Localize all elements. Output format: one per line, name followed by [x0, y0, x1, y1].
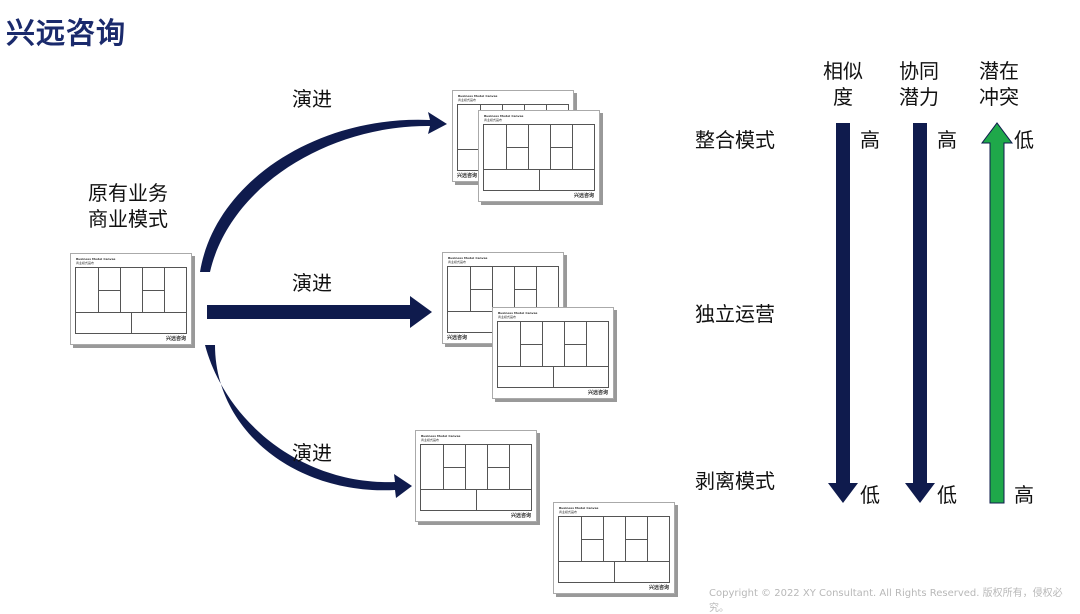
- canvas-grid: [497, 321, 609, 388]
- col-similarity-header: 相似度: [823, 59, 863, 109]
- canvas-title: Business Model Canvas: [448, 256, 488, 260]
- similarity-top: 高: [860, 128, 880, 152]
- canvas-brand: 兴远咨询: [165, 336, 186, 342]
- canvas-title: Business Model Canvas: [458, 94, 498, 98]
- synergy-bottom: 低: [937, 483, 957, 507]
- canvas-subtitle: 商业模式画布: [76, 261, 95, 265]
- evolve-label-1: 演进: [292, 87, 332, 111]
- canvas-brand: 兴远咨询: [510, 513, 531, 519]
- canvas-grid: [483, 124, 595, 191]
- canvas-title: Business Model Canvas: [421, 434, 461, 438]
- canvas-brand: 兴远咨询: [573, 193, 594, 199]
- canvas-title: Business Model Canvas: [559, 506, 599, 510]
- scale-arrows: [828, 122, 1013, 504]
- copyright: Copyright © 2022 XY Consultant. All Righ…: [709, 588, 1063, 614]
- canvas-title: Business Model Canvas: [76, 257, 116, 261]
- canvas-subtitle: 商业模式画布: [458, 98, 477, 102]
- canvas-brand: 兴远咨询: [447, 335, 468, 341]
- source-line2: 商业模式: [88, 207, 168, 231]
- similarity-bottom: 低: [860, 483, 880, 507]
- arrow-straight: [207, 296, 432, 328]
- similarity-arrow: [828, 123, 858, 503]
- synergy-top: 高: [937, 128, 957, 152]
- col-conflict-header: 潜在冲突: [979, 59, 1019, 109]
- arrow-curve-up: [200, 112, 447, 272]
- evolution-arrows: [200, 112, 447, 498]
- conflict-arrow: [981, 122, 1013, 504]
- conflict-top: 低: [1014, 128, 1034, 152]
- canvas-grid: [420, 444, 532, 511]
- logo: 兴远咨询: [6, 16, 127, 50]
- canvas-grid: [558, 516, 670, 583]
- canvas-brand: 兴远咨询: [587, 390, 608, 396]
- canvas-subtitle: 商业模式画布: [421, 438, 440, 442]
- mode-independent: 独立运营: [695, 302, 775, 326]
- canvas-subtitle: 商业模式画布: [484, 118, 503, 122]
- canvas-subtitle: 商业模式画布: [559, 510, 578, 514]
- evolve-label-2: 演进: [292, 271, 332, 295]
- source-line1: 原有业务: [88, 181, 168, 205]
- canvas-title: Business Model Canvas: [484, 114, 524, 118]
- synergy-arrow: [905, 123, 935, 503]
- canvas-brand: 兴远咨询: [457, 173, 478, 179]
- conflict-bottom: 高: [1014, 483, 1034, 507]
- canvas-grid: [75, 267, 187, 334]
- mode-divestiture: 剥离模式: [695, 469, 775, 493]
- source-model-label: 原有业务 商业模式: [88, 180, 168, 232]
- canvas-subtitle: 商业模式画布: [448, 260, 467, 264]
- mode-integration: 整合模式: [695, 128, 775, 152]
- canvas-title: Business Model Canvas: [498, 311, 538, 315]
- canvas-brand: 兴远咨询: [648, 585, 669, 591]
- col-synergy-header: 协同潜力: [899, 59, 939, 109]
- arrow-curve-down: [205, 345, 412, 498]
- evolve-label-3: 演进: [292, 441, 332, 465]
- canvas-subtitle: 商业模式画布: [498, 315, 517, 319]
